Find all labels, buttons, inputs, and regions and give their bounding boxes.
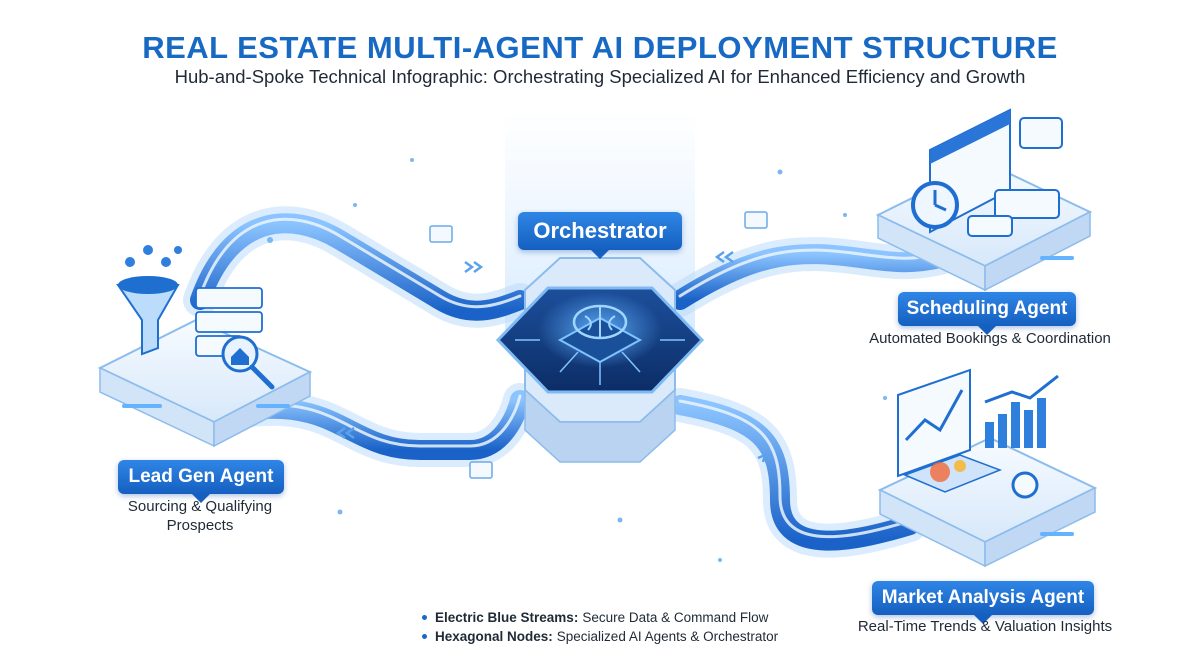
market-analysis-node	[877, 368, 1098, 568]
lead-gen-label: Lead Gen Agent	[118, 460, 284, 503]
bullet-icon	[422, 634, 427, 639]
lead-gen-node	[97, 245, 313, 448]
data-packet-icons	[429, 211, 768, 479]
bullet-icon	[422, 615, 427, 620]
chart-map-icon	[897, 368, 1059, 499]
legend-term: Hexagonal Nodes:	[435, 629, 553, 644]
funnel-icon	[116, 245, 182, 356]
scheduling-description: Automated Bookings & Coordination	[869, 330, 1111, 347]
legend-text: Specialized AI Agents & Orchestrator	[556, 629, 779, 644]
lead-gen-description-line-1: Sourcing & Qualifying	[127, 498, 273, 515]
brain-chip-icon	[557, 304, 643, 364]
legend-term: Electric Blue Streams:	[435, 610, 579, 625]
page-subtitle: Hub-and-Spoke Technical Infographic: Orc…	[174, 66, 1026, 87]
legend-item-nodes: Hexagonal Nodes: Specialized AI Agents &…	[422, 627, 778, 646]
lead-gen-description-line-2: Prospects	[166, 517, 234, 534]
scheduling-label: Scheduling Agent	[898, 292, 1076, 335]
sparkle-dots	[267, 158, 887, 562]
calendar-clock-icon	[911, 108, 1011, 234]
scheduling-node	[875, 108, 1093, 292]
orchestrator-label: Orchestrator	[518, 212, 682, 259]
circuit-traces	[515, 339, 685, 385]
chat-bubble-icon	[967, 117, 1063, 237]
page-title: REAL ESTATE MULTI-AGENT AI DEPLOYMENT ST…	[142, 30, 1058, 65]
orchestrator-hub	[495, 257, 705, 463]
market-analysis-label: Market Analysis Agent	[872, 581, 1094, 624]
market-analysis-description: Real-Time Trends & Valuation Insights	[857, 618, 1113, 635]
legend-text: Secure Data & Command Flow	[582, 610, 769, 625]
property-search-icon	[221, 335, 275, 390]
flow-arrows	[335, 250, 767, 463]
data-stream-pipes	[183, 206, 957, 558]
legend-item-streams: Electric Blue Streams: Secure Data & Com…	[422, 608, 778, 627]
legend: Electric Blue Streams: Secure Data & Com…	[422, 608, 778, 646]
lead-gen-description: Sourcing & Qualifying Prospects	[100, 497, 300, 535]
